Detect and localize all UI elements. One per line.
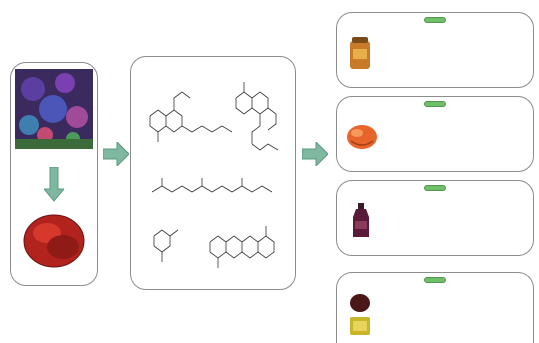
application-card-3 — [336, 180, 534, 256]
right-arrow-icon — [103, 142, 129, 166]
food-product-icon — [350, 37, 370, 69]
application-card-2 — [336, 96, 534, 172]
application-card-1 — [336, 12, 534, 88]
organ-icon — [347, 125, 377, 149]
application-title-3 — [424, 185, 446, 191]
down-arrow-icon — [44, 167, 64, 202]
source-panel — [10, 62, 98, 286]
application-title-2 — [424, 101, 446, 107]
plant-photo — [15, 69, 93, 149]
structures-panel — [130, 56, 296, 290]
fruit-image — [23, 214, 85, 268]
bottle-icon — [353, 203, 369, 237]
structure-drawings — [149, 82, 279, 268]
product-icon — [350, 294, 370, 335]
application-title-4 — [424, 277, 446, 283]
application-title-1 — [424, 17, 446, 23]
right-arrow-icon — [302, 142, 328, 166]
application-card-4 — [336, 272, 534, 343]
